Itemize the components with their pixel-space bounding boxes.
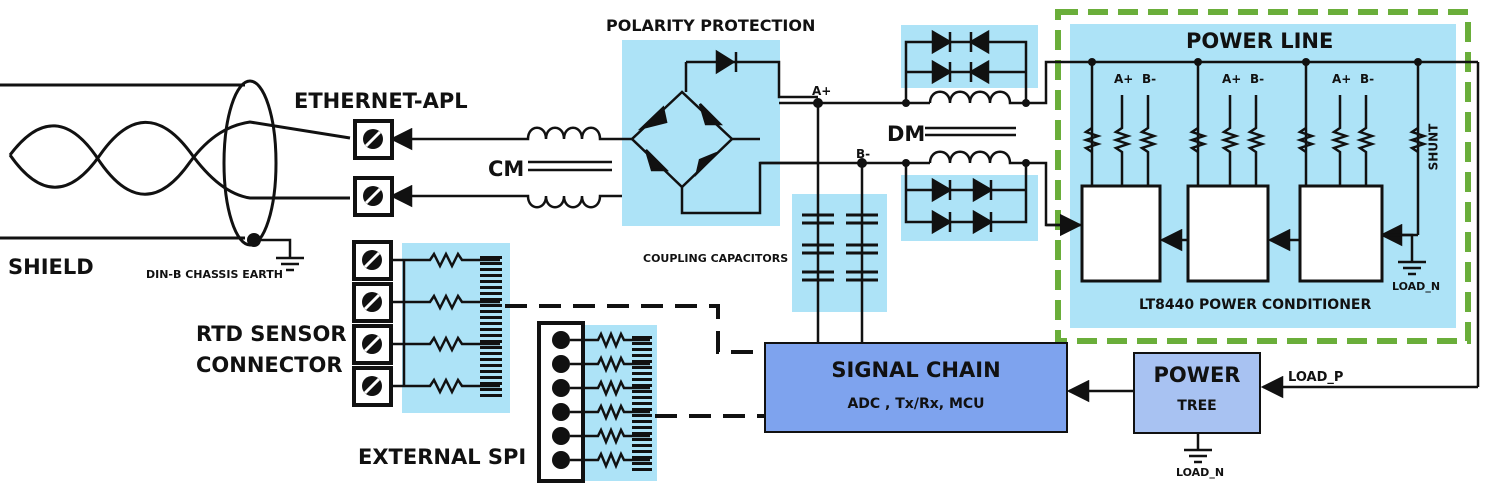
dm-tvs-upper	[904, 29, 1028, 103]
channel-label: A+	[1222, 72, 1242, 86]
polarity-protection-block	[622, 40, 780, 226]
rtd-filter-capacitors	[480, 256, 502, 397]
bus-node	[1414, 58, 1422, 66]
rtd-terminal-4	[352, 366, 393, 407]
a-plus-node	[813, 98, 823, 108]
channel-label: B-	[1142, 72, 1157, 86]
signal-chain-block	[764, 342, 1068, 433]
load-n-bottom-label: LOAD_N	[1176, 466, 1225, 479]
conditioner-box-2	[1186, 184, 1270, 283]
signal-chain-title: SIGNAL CHAIN	[831, 358, 1001, 382]
external-spi-label: EXTERNAL SPI	[358, 445, 527, 469]
bus-node	[1194, 58, 1202, 66]
channel-label: A+	[1332, 72, 1352, 86]
power-line-dashed-border	[1055, 9, 1471, 344]
rtd-filter-networks	[391, 251, 500, 395]
rectifier-diodes	[637, 49, 738, 177]
dm-label: DM	[887, 122, 926, 146]
channel-label: A+	[1114, 72, 1134, 86]
channel-label: B-	[1360, 72, 1375, 86]
rtd-sensor-label-line2: CONNECTOR	[196, 353, 343, 377]
apl-terminal-1	[353, 119, 394, 160]
power-line-label: POWER LINE	[1186, 29, 1334, 53]
coupling-capacitor-plates	[802, 213, 878, 282]
conditioner-box-1	[1080, 184, 1162, 283]
shield-label: SHIELD	[8, 255, 94, 279]
power-tree-title: POWER	[1153, 363, 1241, 387]
apl-wires	[389, 127, 516, 208]
cm-choke	[516, 126, 622, 209]
spi-filter-networks	[570, 330, 650, 470]
ethernet-apl-label: ETHERNET-APL	[294, 89, 468, 113]
load-n-ground-bottom	[1184, 433, 1212, 464]
dm-lower-diode-block	[901, 175, 1038, 241]
spi-connector	[537, 321, 585, 483]
rtd-terminal-2	[352, 282, 393, 323]
chassis-earth-symbol	[254, 238, 304, 272]
bus-node	[1088, 58, 1096, 66]
rtd-to-signal-chain-bus	[505, 304, 765, 354]
signal-chain-subtitle: ADC , Tx/Rx, MCU	[847, 396, 985, 412]
rtd-terminal-3	[352, 324, 393, 365]
spi-pins	[552, 331, 570, 469]
spi-filter-capacitors	[632, 336, 652, 471]
shunt-label: SHUNT	[1426, 123, 1441, 171]
chassis-earth-label: DIN-B CHASSIS EARTH	[146, 268, 283, 281]
b-minus-node	[857, 158, 867, 168]
dm-upper-diode-block	[901, 25, 1038, 88]
twisted-pair-cable	[0, 79, 351, 247]
lt8440-label: LT8440 POWER CONDITIONER	[1139, 297, 1372, 313]
load-p-label: LOAD_P	[1288, 370, 1344, 385]
load-n-top-label: LOAD_N	[1392, 280, 1441, 293]
rtd-terminal-1	[352, 240, 393, 281]
coupling-capacitors-label: COUPLING CAPACITORS	[643, 252, 789, 265]
load-n-ground-top	[1382, 233, 1426, 276]
dm-tvs-lower	[904, 163, 1028, 235]
apl-terminal-2	[353, 176, 394, 217]
dm-choke	[925, 90, 1026, 165]
polarity-protection-label: POLARITY PROTECTION	[606, 16, 816, 35]
conditioner-resistors	[1082, 95, 1428, 190]
bus-node	[1302, 58, 1310, 66]
cm-label: CM	[488, 157, 525, 181]
b-minus-label: B-	[856, 147, 871, 161]
a-plus-label: A+	[812, 84, 832, 98]
channel-label: B-	[1250, 72, 1265, 86]
power-tree-block	[1133, 352, 1261, 434]
rtd-sensor-label-line1: RTD SENSOR	[196, 322, 347, 346]
power-tree-subtitle: TREE	[1177, 398, 1217, 414]
conditioner-box-3	[1298, 184, 1384, 283]
conditioner-links	[1046, 213, 1300, 252]
